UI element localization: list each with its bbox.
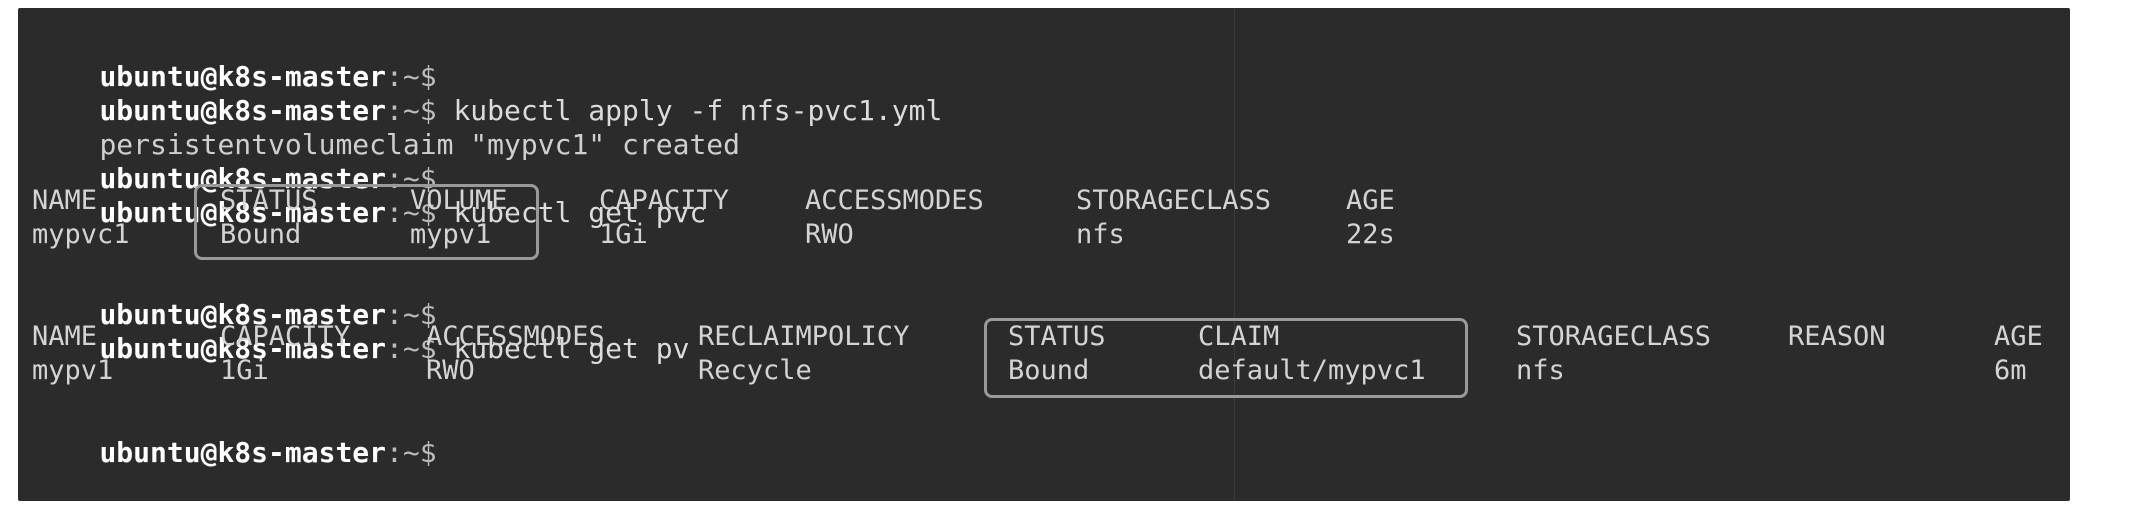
command-text: kubectl get pv bbox=[436, 332, 690, 365]
pv-header-reason: REASON bbox=[1788, 321, 1886, 352]
terminal-window[interactable]: ubuntu@k8s-master:~$ ubuntu@k8s-master:~… bbox=[18, 8, 2070, 501]
pv-row-name: mypv1 bbox=[32, 355, 114, 386]
pv-header-storageclass: STORAGECLASS bbox=[1516, 321, 1712, 352]
pv-header-capacity: CAPACITY bbox=[220, 321, 351, 352]
pvc-status-volume-highlight bbox=[194, 184, 539, 260]
prompt-path: :~$ bbox=[386, 196, 437, 229]
pvc-row-status: Bound bbox=[220, 219, 302, 250]
terminal-output-line: persistentvolumeclaim "mypvc1" created bbox=[32, 76, 740, 161]
pvc-row-capacity: 1Gi bbox=[599, 219, 648, 250]
pvc-header-storageclass: STORAGECLASS bbox=[1076, 185, 1272, 216]
pvc-header-age: AGE bbox=[1346, 185, 1395, 216]
prompt-path: :~$ bbox=[386, 436, 437, 469]
prompt-path: :~$ bbox=[386, 94, 437, 127]
pv-header-name: NAME bbox=[32, 321, 98, 352]
pvc-header-volume: VOLUME bbox=[410, 185, 508, 216]
prompt-user-host: ubuntu@k8s-master bbox=[99, 436, 387, 469]
prompt-path: :~$ bbox=[386, 298, 437, 331]
pv-header-age: AGE bbox=[1994, 321, 2043, 352]
pv-header-reclaimpolicy: RECLAIMPOLICY bbox=[698, 321, 910, 352]
pv-row-reclaimpolicy: Recycle bbox=[698, 355, 812, 386]
pv-status-claim-highlight bbox=[984, 318, 1468, 398]
prompt-path: :~$ bbox=[386, 162, 437, 195]
terminal-line: ubuntu@k8s-master:~$ bbox=[32, 8, 436, 93]
pvc-header-capacity: CAPACITY bbox=[599, 185, 730, 216]
pvc-header-accessmodes: ACCESSMODES bbox=[805, 185, 984, 216]
pvc-header-name: NAME bbox=[32, 185, 98, 216]
terminal-line: ubuntu@k8s-master:~$ bbox=[32, 246, 436, 331]
pvc-row-storageclass: nfs bbox=[1076, 219, 1125, 250]
prompt-path: :~$ bbox=[386, 332, 437, 365]
prompt-user-host: ubuntu@k8s-master bbox=[99, 94, 387, 127]
command-text: kubectl get pvc bbox=[436, 196, 707, 229]
pv-header-accessmodes: ACCESSMODES bbox=[426, 321, 605, 352]
command-text: kubectl apply -f nfs-pvc1.yml bbox=[436, 94, 943, 127]
pvc-header-status: STATUS bbox=[220, 185, 318, 216]
terminal-line: ubuntu@k8s-master:~$ kubectl get pvc bbox=[32, 144, 706, 229]
pv-header-claim: CLAIM bbox=[1198, 321, 1280, 352]
terminal-line: ubuntu@k8s-master:~$ kubectl apply -f nf… bbox=[32, 42, 942, 127]
pvc-row-accessmodes: RWO bbox=[805, 219, 854, 250]
pvc-row-age: 22s bbox=[1346, 219, 1395, 250]
prompt-path: :~$ bbox=[386, 60, 437, 93]
pvc-row-name: mypvc1 bbox=[32, 219, 130, 250]
output-text: persistentvolumeclaim "mypvc1" created bbox=[99, 128, 741, 161]
prompt-user-host: ubuntu@k8s-master bbox=[99, 162, 387, 195]
prompt-user-host: ubuntu@k8s-master bbox=[99, 298, 387, 331]
pv-row-storageclass: nfs bbox=[1516, 355, 1565, 386]
pane-divider bbox=[1234, 8, 1235, 501]
pv-row-accessmodes: RWO bbox=[426, 355, 475, 386]
pv-row-claim: default/mypvc1 bbox=[1198, 355, 1426, 386]
prompt-user-host: ubuntu@k8s-master bbox=[99, 60, 387, 93]
terminal-line: ubuntu@k8s-master:~$ bbox=[32, 110, 436, 195]
pvc-row-volume: mypv1 bbox=[410, 219, 492, 250]
pv-row-capacity: 1Gi bbox=[220, 355, 269, 386]
pv-header-status: STATUS bbox=[1008, 321, 1106, 352]
prompt-user-host: ubuntu@k8s-master bbox=[99, 332, 387, 365]
terminal-line: ubuntu@k8s-master:~$ kubectl get pv bbox=[32, 280, 689, 365]
prompt-user-host: ubuntu@k8s-master bbox=[99, 196, 387, 229]
pv-row-age: 6m bbox=[1994, 355, 2027, 386]
pv-row-status: Bound bbox=[1008, 355, 1090, 386]
terminal-line: ubuntu@k8s-master:~$ bbox=[32, 384, 436, 469]
